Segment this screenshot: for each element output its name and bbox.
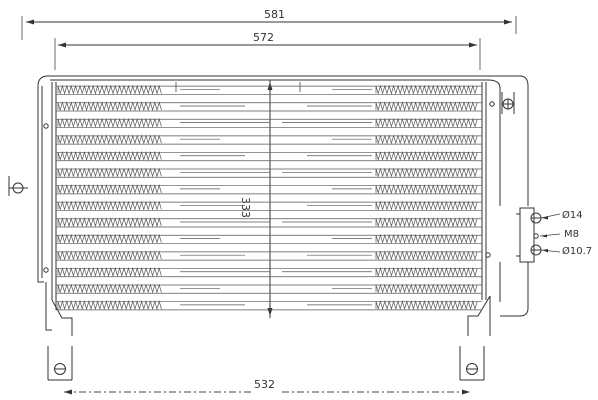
condenser-frame [37, 75, 529, 336]
mounting-hole-icon [489, 101, 495, 107]
dimension-core-width: 572 [54, 31, 481, 70]
mounting-hole-icon [43, 267, 49, 273]
core-width-label: 572 [253, 31, 274, 44]
fitting-upper-port-label: Ø14 [562, 209, 583, 221]
bottom-width-label: 532 [254, 378, 275, 391]
mounting-hole-icon [485, 252, 491, 258]
header-tanks [51, 82, 487, 310]
centerline-icon [8, 176, 28, 196]
fitting-symbol-icon [47, 346, 73, 381]
overall-width-label: 581 [264, 8, 285, 21]
mounting-hole-icon [43, 123, 49, 129]
dimension-bottom-width: 532 [64, 378, 470, 395]
fin-pack [56, 84, 482, 311]
fitting-symbol-icon [501, 92, 515, 114]
fitting-symbol-icon [459, 346, 485, 381]
side-fittings: Ø14 M8 Ø10.7 [516, 207, 592, 263]
fitting-symbol-icon [533, 233, 539, 239]
core-height-label: 333 [239, 197, 252, 218]
mounting-holes [43, 92, 515, 381]
dimension-core-height: 333 [175, 80, 301, 318]
dimension-overall-width: 581 [21, 8, 517, 40]
fitting-lower-port-label: Ø10.7 [562, 245, 592, 257]
fitting-bolt-label: M8 [564, 229, 579, 240]
